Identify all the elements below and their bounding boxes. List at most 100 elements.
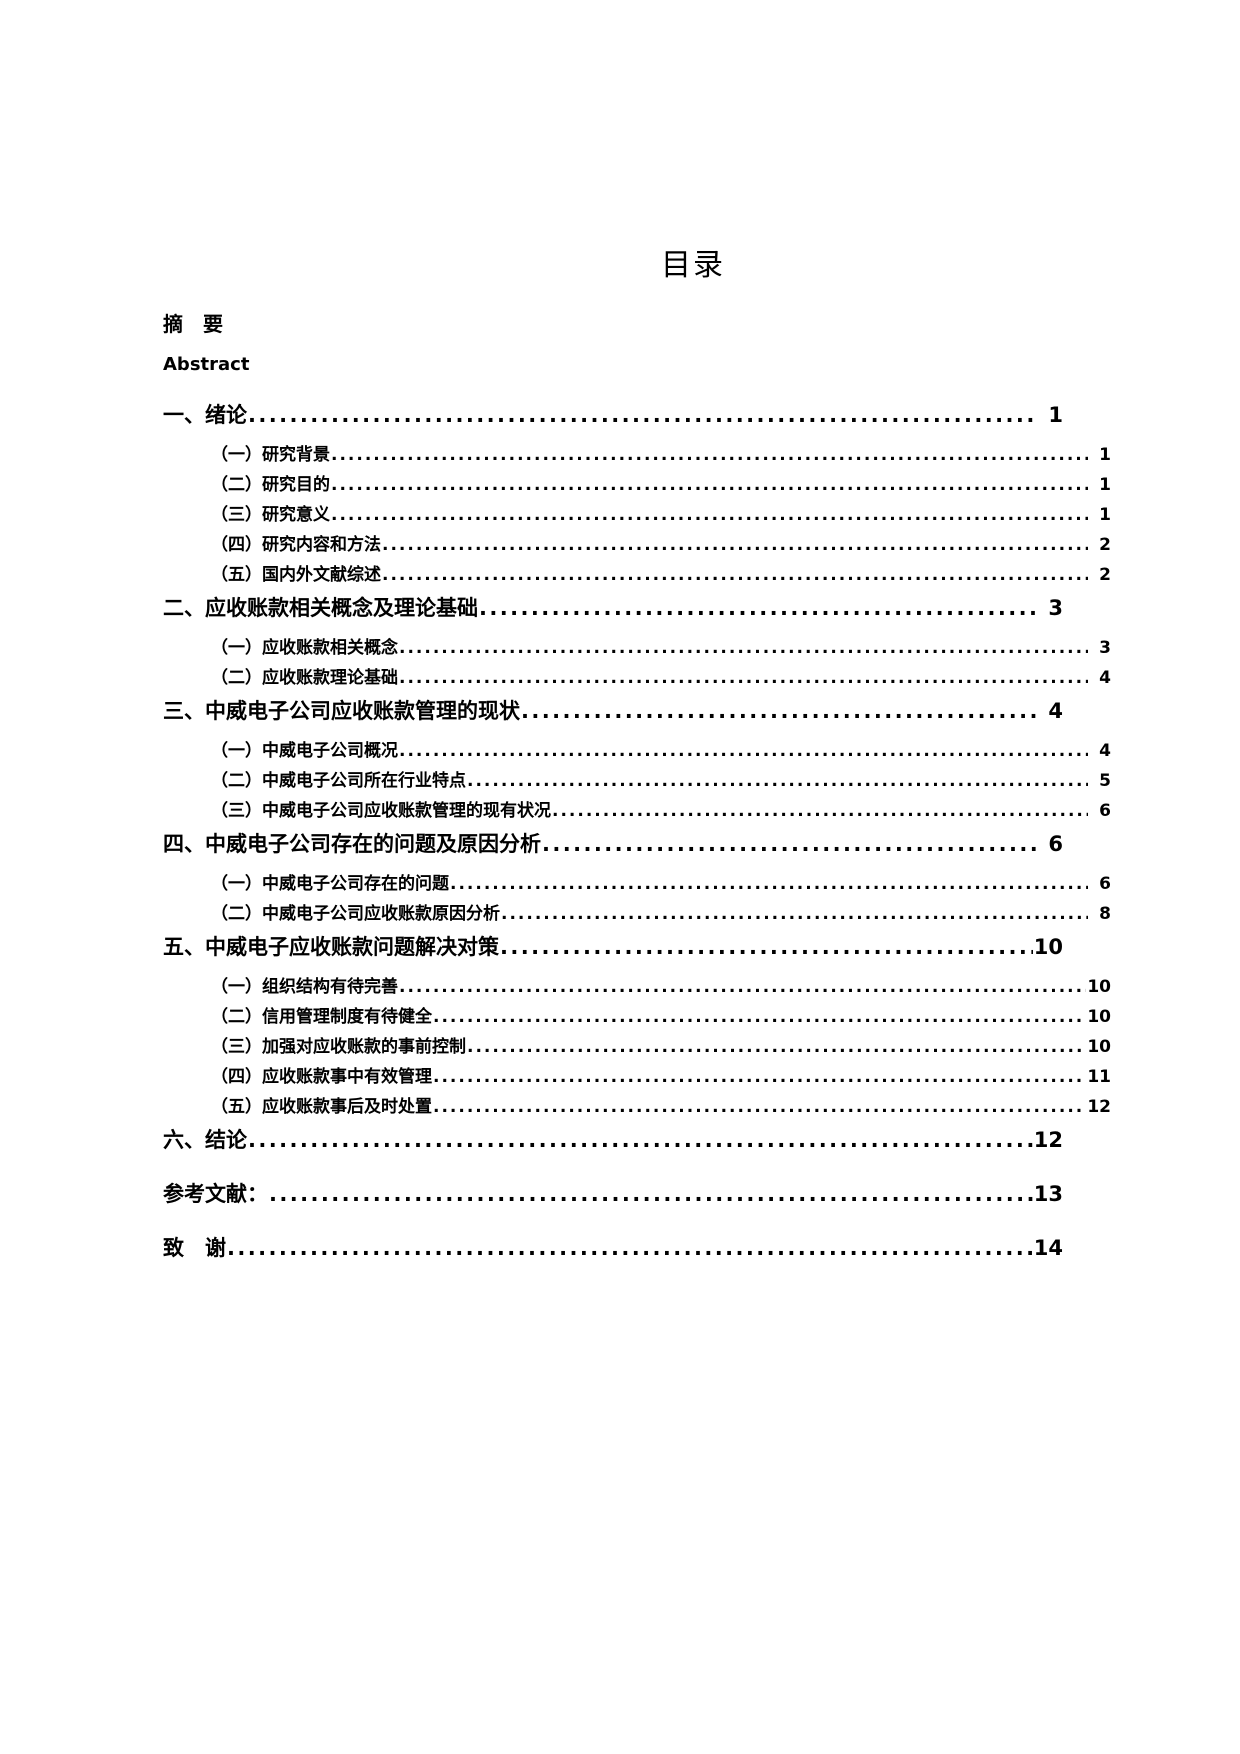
toc-entry-level1[interactable]: 六、结论....................................… — [163, 1125, 1063, 1161]
toc-dot-leader: ........................................… — [331, 445, 1088, 465]
toc-entry-level2[interactable]: （一）研究背景.................................… — [163, 443, 1111, 472]
toc-dot-leader: ........................................… — [399, 668, 1088, 688]
toc-entry-page-number: 5 — [1099, 771, 1111, 791]
toc-entry-label: （二）中威电子公司应收账款原因分析 — [211, 904, 500, 924]
toc-entry-level2[interactable]: （二）信用管理制度有待健全...........................… — [163, 1005, 1111, 1034]
toc-entry-label: 致 谢 — [163, 1236, 226, 1260]
toc-entry-label: 一、绪论 — [163, 403, 247, 427]
toc-entry-list: 一、绪论....................................… — [163, 400, 1111, 1269]
toc-entry-page-number: 6 — [1099, 801, 1111, 821]
toc-entry-page-number: 10 — [1033, 935, 1063, 959]
toc-entry-level2[interactable]: （二）应收账款理论基础.............................… — [163, 666, 1111, 695]
toc-entry-label: （一）组织结构有待完善 — [211, 977, 398, 997]
toc-entry-label: （五）应收账款事后及时处置 — [211, 1097, 432, 1117]
toc-entry-page-number: 4 — [1099, 741, 1111, 761]
toc-dot-leader: ........................................… — [542, 832, 1036, 856]
toc-entry-page-number: 11 — [1087, 1067, 1111, 1087]
toc-entry-page-number: 2 — [1099, 535, 1111, 555]
toc-entry-page-number: 6 — [1099, 874, 1111, 894]
toc-entry-page-number: 10 — [1087, 1007, 1111, 1027]
toc-entry-page-number: 14 — [1033, 1236, 1063, 1260]
toc-dot-leader: ........................................… — [552, 801, 1088, 821]
toc-entry-page-number: 10 — [1087, 977, 1111, 997]
toc-entry-label: （四）应收账款事中有效管理 — [211, 1067, 432, 1087]
toc-entry-level2[interactable]: （二）研究目的.................................… — [163, 473, 1111, 502]
toc-entry-page-number: 3 — [1048, 596, 1063, 620]
toc-entry-page-number: 12 — [1087, 1097, 1111, 1117]
toc-dot-leader: ........................................… — [382, 535, 1088, 555]
toc-entry-label: 二、应收账款相关概念及理论基础 — [163, 596, 478, 620]
toc-entry-label: （一）应收账款相关概念 — [211, 638, 398, 658]
toc-entry-label: （二）研究目的 — [211, 475, 330, 495]
toc-dot-leader: ........................................… — [450, 874, 1088, 894]
toc-dot-leader: ........................................… — [433, 1097, 1087, 1117]
toc-entry-level2[interactable]: （五）国内外文献综述..............................… — [163, 563, 1111, 592]
toc-dot-leader: ........................................… — [227, 1236, 1033, 1260]
toc-entry-label: 四、中威电子公司存在的问题及原因分析 — [163, 832, 541, 856]
toc-entry-level2[interactable]: （四）应收账款事中有效管理...........................… — [163, 1065, 1111, 1094]
toc-entry-label: （一）研究背景 — [211, 445, 330, 465]
toc-entry-level1[interactable]: 致 谢.....................................… — [163, 1233, 1063, 1269]
toc-entry-label: 五、中威电子应收账款问题解决对策 — [163, 935, 499, 959]
front-matter-abstract-cn[interactable]: 摘 要 — [163, 312, 223, 336]
toc-entry-page-number: 13 — [1033, 1182, 1063, 1206]
toc-entry-label: （二）信用管理制度有待健全 — [211, 1007, 432, 1027]
toc-dot-leader: ........................................… — [399, 977, 1086, 997]
toc-dot-leader: ........................................… — [500, 935, 1033, 959]
toc-entry-level2[interactable]: （三）中威电子公司应收账款管理的现有状况....................… — [163, 799, 1111, 828]
toc-entry-level2[interactable]: （一）应收账款相关概念.............................… — [163, 636, 1111, 665]
toc-entry-level2[interactable]: （三）加强对应收账款的事前控制.........................… — [163, 1035, 1111, 1064]
toc-entry-page-number: 10 — [1087, 1037, 1111, 1057]
toc-dot-leader: ........................................… — [248, 1128, 1033, 1152]
toc-entry-label: （三）中威电子公司应收账款管理的现有状况 — [211, 801, 551, 821]
toc-dot-leader: ........................................… — [521, 699, 1036, 723]
toc-entry-level2[interactable]: （四）研究内容和方法..............................… — [163, 533, 1111, 562]
toc-entry-page-number: 1 — [1099, 505, 1111, 525]
toc-entry-level2[interactable]: （一）中威电子公司存在的问题..........................… — [163, 872, 1111, 901]
toc-entry-label: （五）国内外文献综述 — [211, 565, 381, 585]
toc-dot-leader: ........................................… — [433, 1067, 1087, 1087]
toc-entry-level2[interactable]: （二）中威电子公司应收账款原因分析.......................… — [163, 902, 1111, 931]
toc-entry-page-number: 12 — [1033, 1128, 1063, 1152]
toc-entry-label: （一）中威电子公司存在的问题 — [211, 874, 449, 894]
toc-entry-page-number: 2 — [1099, 565, 1111, 585]
front-matter-abstract-en[interactable]: Abstract — [163, 354, 250, 375]
toc-entry-label: 参考文献： — [163, 1182, 268, 1206]
toc-entry-page-number: 3 — [1099, 638, 1111, 658]
toc-entry-label: （三）加强对应收账款的事前控制 — [211, 1037, 466, 1057]
toc-entry-level2[interactable]: （五）应收账款事后及时处置...........................… — [163, 1095, 1111, 1124]
toc-dot-leader: ........................................… — [467, 771, 1088, 791]
toc-entry-level1[interactable]: 三、中威电子公司应收账款管理的现状.......................… — [163, 696, 1063, 732]
toc-entry-level1[interactable]: 一、绪论....................................… — [163, 400, 1063, 436]
toc-entry-level1[interactable]: 参考文献：...................................… — [163, 1179, 1063, 1215]
toc-dot-leader: ........................................… — [467, 1037, 1087, 1057]
toc-entry-level1[interactable]: 四、中威电子公司存在的问题及原因分析......................… — [163, 829, 1063, 865]
toc-dot-leader: ........................................… — [399, 741, 1088, 761]
toc-entry-level1[interactable]: 二、应收账款相关概念及理论基础.........................… — [163, 593, 1063, 629]
toc-dot-leader: ........................................… — [399, 638, 1088, 658]
front-matter-list: 摘 要 Abstract — [163, 314, 1063, 374]
toc-entry-level1[interactable]: 五、中威电子应收账款问题解决对策........................… — [163, 932, 1063, 968]
toc-entry-label: 三、中威电子公司应收账款管理的现状 — [163, 699, 520, 723]
toc-entry-level2[interactable]: （三）研究意义.................................… — [163, 503, 1111, 532]
toc-dot-leader: ........................................… — [331, 505, 1088, 525]
toc-entry-label: （一）中威电子公司概况 — [211, 741, 398, 761]
toc-entry-page-number: 1 — [1099, 445, 1111, 465]
toc-entry-label: （二）应收账款理论基础 — [211, 668, 398, 688]
toc-dot-leader: ........................................… — [382, 565, 1088, 585]
toc-entry-level2[interactable]: （二）中威电子公司所在行业特点.........................… — [163, 769, 1111, 798]
toc-entry-label: （四）研究内容和方法 — [211, 535, 381, 555]
toc-entry-page-number: 6 — [1048, 832, 1063, 856]
toc-dot-leader: ........................................… — [331, 475, 1088, 495]
toc-entry-level2[interactable]: （一）中威电子公司概况.............................… — [163, 739, 1111, 768]
toc-entry-label: （三）研究意义 — [211, 505, 330, 525]
toc-entry-label: （二）中威电子公司所在行业特点 — [211, 771, 466, 791]
toc-entry-level2[interactable]: （一）组织结构有待完善.............................… — [163, 975, 1111, 1004]
toc-dot-leader: ........................................… — [479, 596, 1036, 620]
toc-entry-page-number: 4 — [1048, 699, 1063, 723]
toc-dot-leader: ........................................… — [433, 1007, 1087, 1027]
toc-entry-page-number: 1 — [1048, 403, 1063, 427]
toc-entry-page-number: 4 — [1099, 668, 1111, 688]
